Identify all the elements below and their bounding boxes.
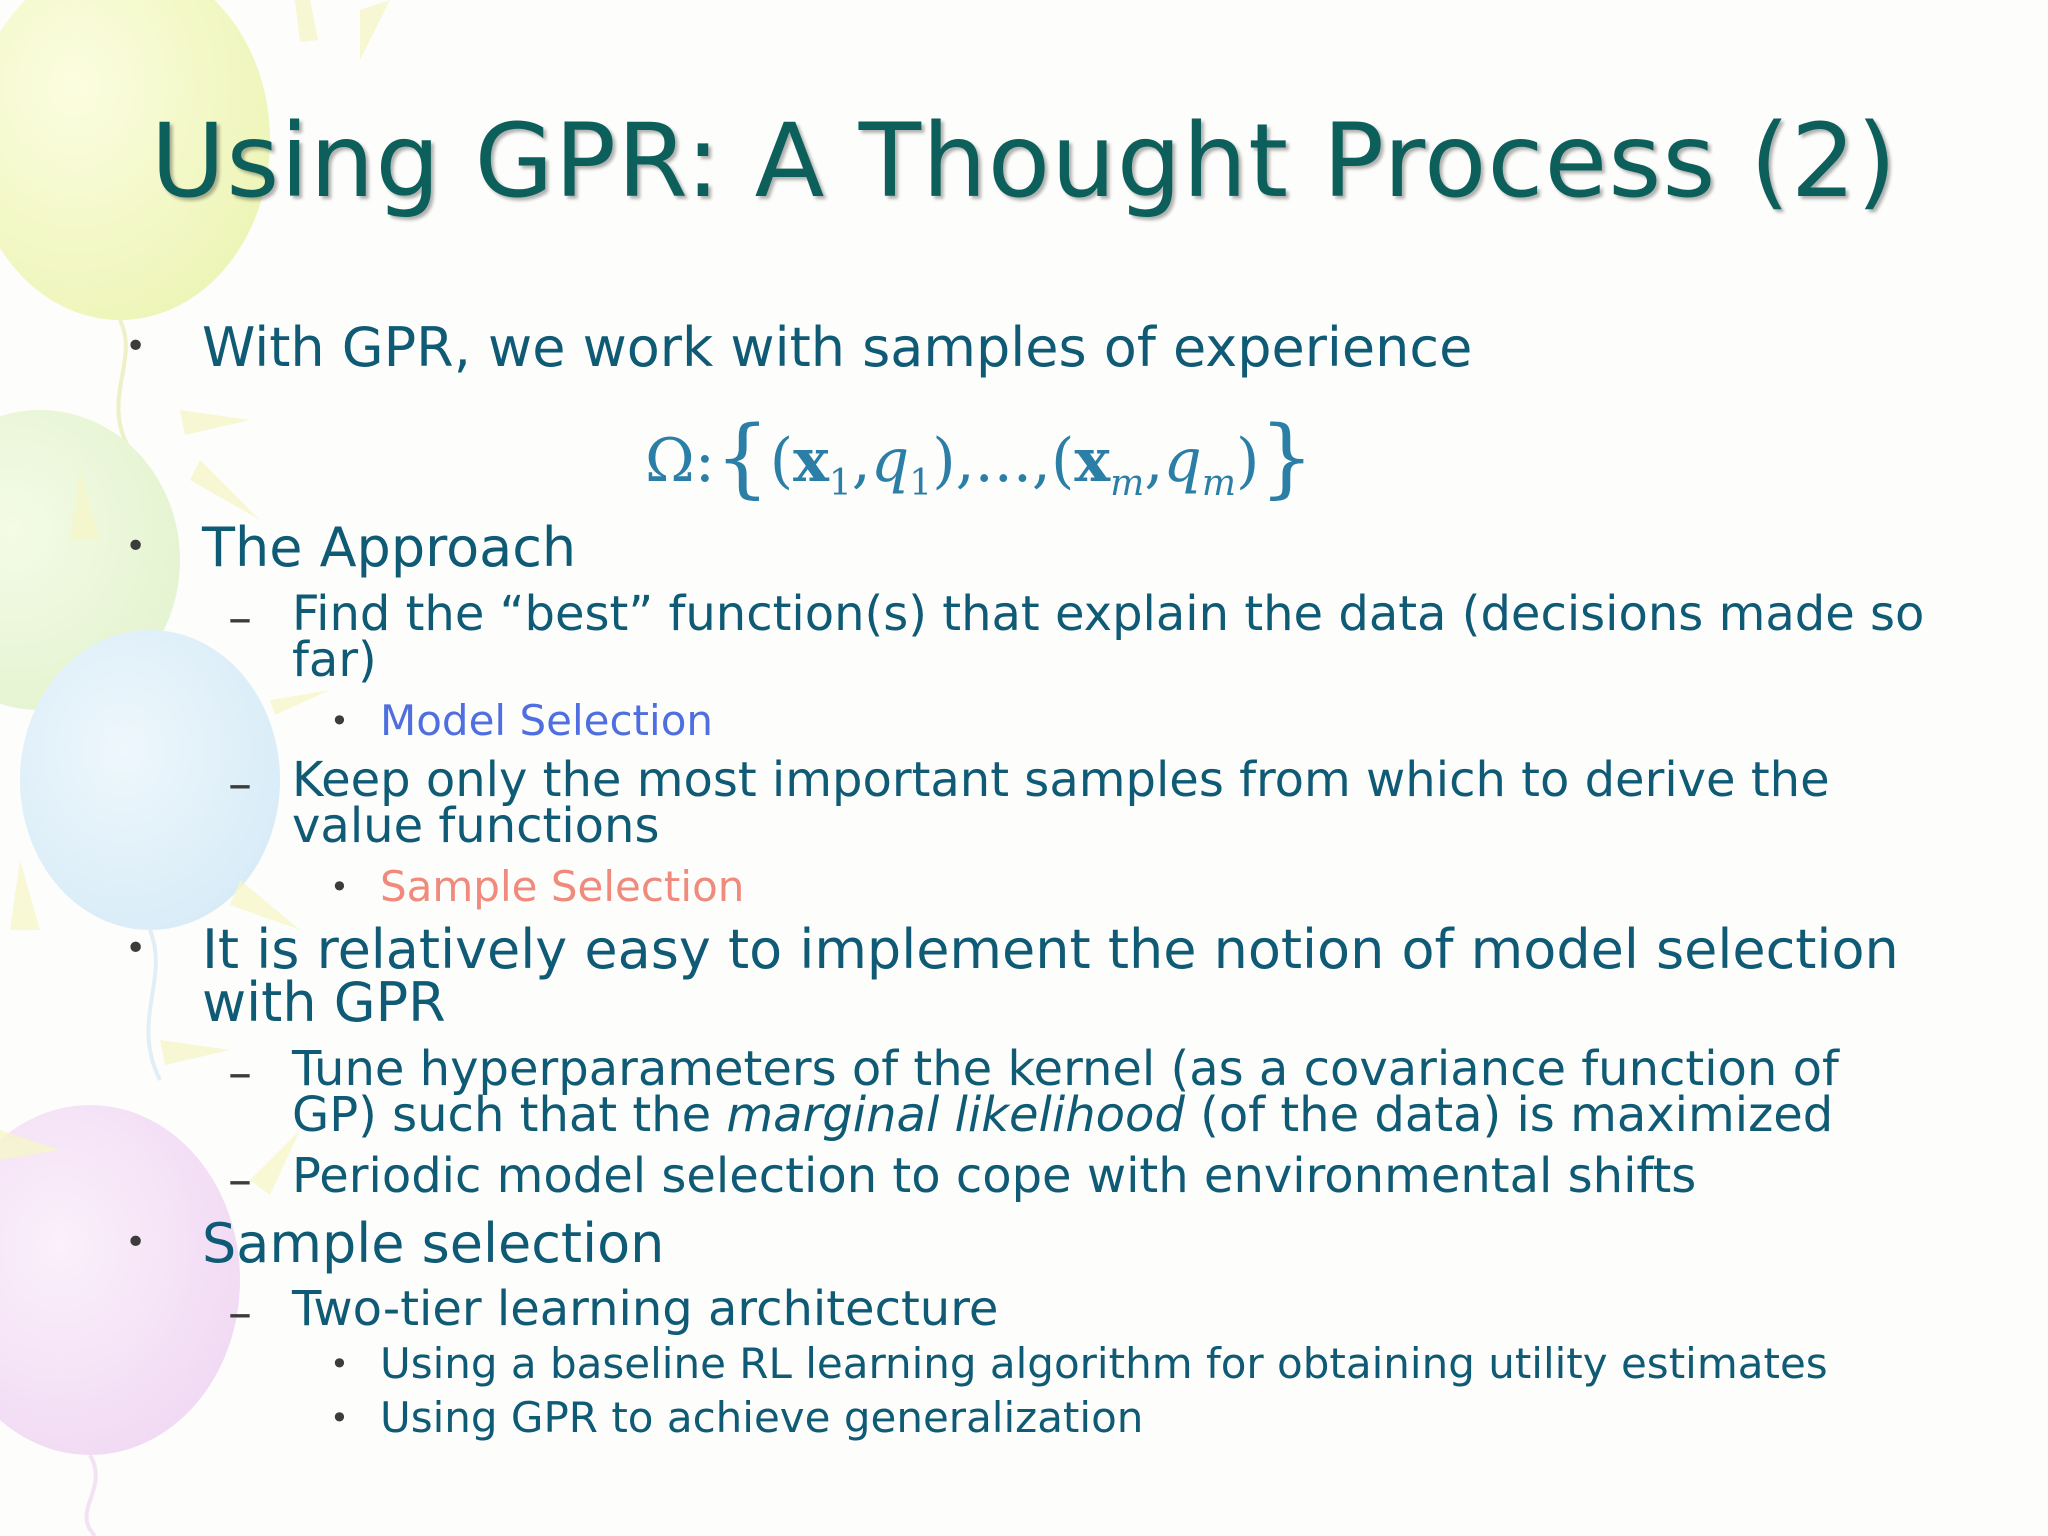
sub-bullet-important-samples-line1: Keep only the most important samples fro…: [292, 752, 1830, 808]
sub-bullet-dash: –: [228, 1152, 252, 1208]
sub-bullet-periodic-model-selection: Periodic model selection to cope with en…: [292, 1148, 1697, 1204]
bullet-samples-of-experience: With GPR, we work with samples of experi…: [202, 316, 1473, 379]
sub-bullet-dash: –: [228, 1045, 252, 1101]
bullet-dot: •: [125, 526, 147, 567]
sub-bullet-dash: –: [228, 590, 252, 646]
slide-title: Using GPR: A Thought Process (2): [150, 102, 1898, 221]
sub-bullet-best-functions-line2: far): [292, 632, 377, 688]
sub-sub-bullet-dot: •: [330, 1399, 349, 1437]
bullet-model-selection-easy-line2: with GPR: [202, 971, 446, 1034]
sample-selection-label: Sample Selection: [380, 862, 745, 911]
bullet-dot: •: [125, 1222, 147, 1263]
model-selection-label: Model Selection: [380, 696, 714, 745]
sub-bullet-tune-hyperparameters-line1: Tune hyperparameters of the kernel (as a…: [292, 1041, 1839, 1097]
sub-bullet-tune-hyperparameters-line2: GP) such that the marginal likelihood (o…: [292, 1087, 1834, 1143]
bullet-dot: •: [125, 326, 147, 367]
balloon-blue-icon: [20, 630, 280, 1081]
bullet-sample-selection: Sample selection: [202, 1212, 665, 1275]
sub-sub-bullet-dot: •: [330, 702, 349, 740]
sub-sub-bullet-baseline-rl: Using a baseline RL learning algorithm f…: [380, 1339, 1828, 1388]
sub-sub-bullet-dot: •: [330, 1345, 349, 1383]
sub-bullet-best-functions-line1: Find the “best” function(s) that explain…: [292, 586, 1925, 642]
sub-sub-bullet-gpr-generalization: Using GPR to achieve generalization: [380, 1393, 1144, 1442]
marginal-likelihood-emphasis: marginal likelihood: [726, 1087, 1185, 1143]
bullet-dot: •: [125, 928, 147, 969]
bullet-the-approach: The Approach: [202, 516, 577, 579]
sub-bullet-two-tier-architecture: Two-tier learning architecture: [292, 1281, 999, 1337]
sub-bullet-dash: –: [228, 1285, 252, 1341]
balloon-purple-icon: [0, 1105, 240, 1536]
formula-sample-set: Ω:{(x1,q1),...,(xm,qm)}: [645, 408, 1315, 508]
sub-bullet-dash: –: [228, 756, 252, 812]
sub-bullet-important-samples-line2: value functions: [292, 798, 660, 854]
sparkle-rays-icon: [0, 0, 390, 1195]
bullet-model-selection-easy-line1: It is relatively easy to implement the n…: [202, 918, 1899, 981]
sub-sub-bullet-dot: •: [330, 868, 349, 906]
